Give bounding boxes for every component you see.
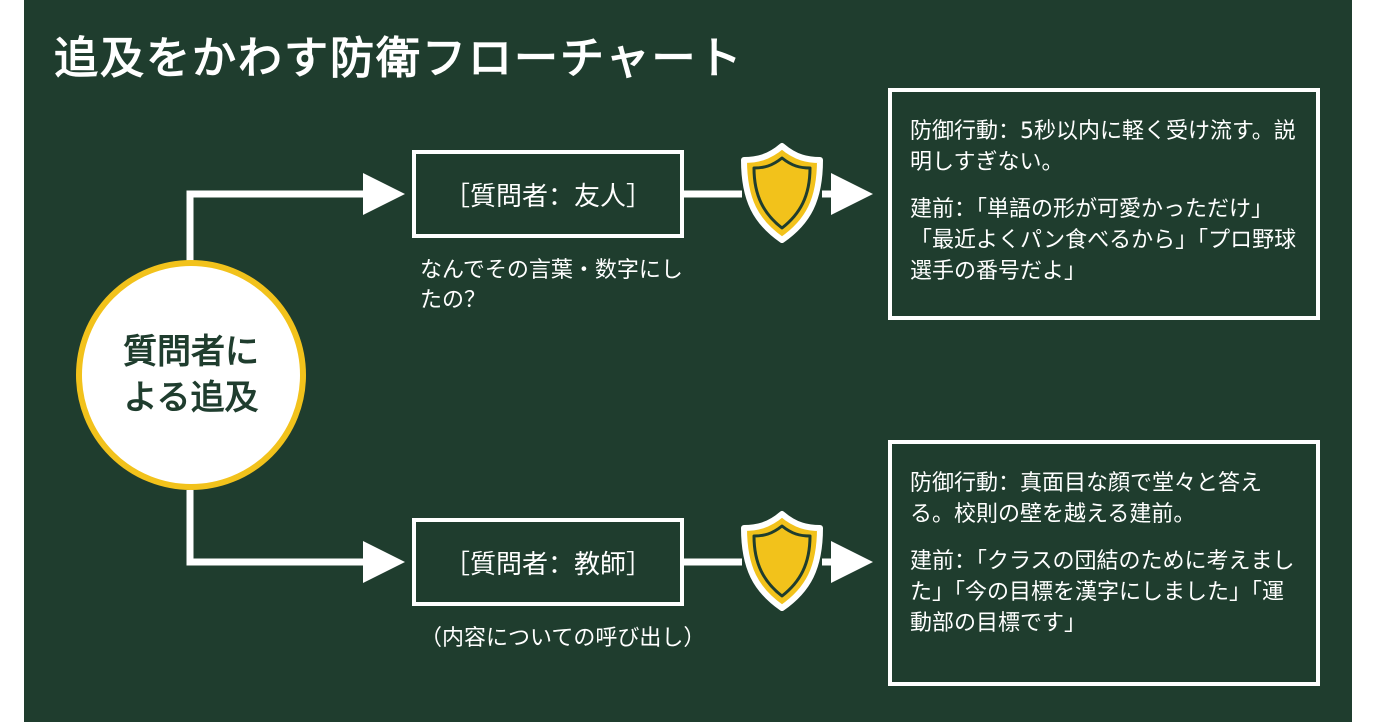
connector-bottom bbox=[186, 490, 405, 583]
connector-top bbox=[186, 173, 405, 262]
defense-pretext: 建前：「単語の形が可愛かっただけ」「最近よくパン食べるから」「プロ野球選手の番号… bbox=[910, 197, 1297, 284]
defense-action: 防御行動：真面目な顔で堂々と答える。校則の壁を越える建前。 bbox=[910, 471, 1263, 527]
question-caption: （内容についての呼び出し） bbox=[420, 626, 706, 651]
defense-box-friend: 防御行動：5秒以内に軽く受け流す。説明しすぎない。 建前：「単語の形が可愛かった… bbox=[888, 88, 1320, 320]
defense-action: 防御行動：5秒以内に軽く受け流す。説明しすぎない。 bbox=[910, 119, 1296, 175]
questioner-box-friend: ［質問者：友人］ bbox=[412, 150, 684, 238]
shield-icon bbox=[741, 143, 823, 243]
questioner-label: ［質問者：教師］ bbox=[443, 549, 652, 580]
question-caption: なんでその言葉・数字にしたの？ bbox=[420, 258, 683, 313]
defense-pretext: 建前：「クラスの団結のために考えました」「今の目標を漢字にしました」「運動部の目… bbox=[910, 549, 1295, 636]
questioner-label: ［質問者：友人］ bbox=[443, 181, 652, 212]
shield-icon bbox=[741, 511, 823, 611]
page-title: 追及をかわす防衛フローチャート bbox=[54, 33, 744, 84]
questioner-box-teacher: ［質問者：教師］ bbox=[412, 518, 684, 606]
center-node: 質問者による追及 bbox=[76, 260, 306, 490]
defense-box-teacher: 防御行動：真面目な顔で堂々と答える。校則の壁を越える建前。 建前：「クラスの団結… bbox=[888, 440, 1320, 686]
center-node-label: 質問者による追及 bbox=[123, 332, 259, 418]
